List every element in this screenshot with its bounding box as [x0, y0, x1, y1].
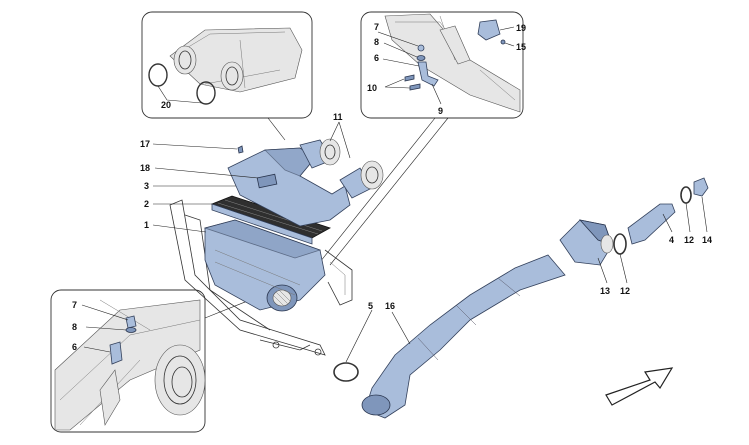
callout-1: 1	[144, 220, 149, 230]
callout-10: 10	[367, 83, 377, 93]
callout-13: 13	[600, 286, 610, 296]
callout-19: 19	[516, 23, 526, 33]
direction-arrow-icon	[605, 367, 674, 406]
callout-17: 17	[140, 139, 150, 149]
callout-9: 9	[438, 106, 443, 116]
callout-7-top: 7	[374, 22, 379, 32]
callout-15: 15	[516, 42, 526, 52]
callout-6-left: 6	[72, 342, 77, 352]
callout-16: 16	[385, 301, 395, 311]
callout-20: 20	[161, 100, 171, 110]
main-callouts: 17 18 3 2 1 11	[140, 112, 351, 233]
intake-duct: 5 16	[333, 254, 566, 419]
callout-18: 18	[140, 163, 150, 173]
callout-2: 2	[144, 199, 149, 209]
intake-mouth-and-hose: 13 12 4 12 14	[559, 177, 712, 296]
callout-12-lower: 12	[620, 286, 630, 296]
callout-8-left: 8	[72, 322, 77, 332]
airbox-assembly	[169, 138, 384, 356]
inset-top-center: 20	[141, 11, 313, 141]
callout-12-upper: 12	[684, 235, 694, 245]
callout-3: 3	[144, 181, 149, 191]
callout-14: 14	[702, 235, 712, 245]
callout-8-top: 8	[374, 37, 379, 47]
inset-top-right: 7 8 6 10 9 19 15	[319, 11, 526, 266]
callout-7-left: 7	[72, 300, 77, 310]
inset-bottom-left: 7 8 6	[50, 289, 261, 433]
callout-11: 11	[333, 112, 343, 122]
callout-6-top: 6	[374, 53, 379, 63]
callout-5: 5	[368, 301, 373, 311]
callout-4: 4	[669, 235, 674, 245]
